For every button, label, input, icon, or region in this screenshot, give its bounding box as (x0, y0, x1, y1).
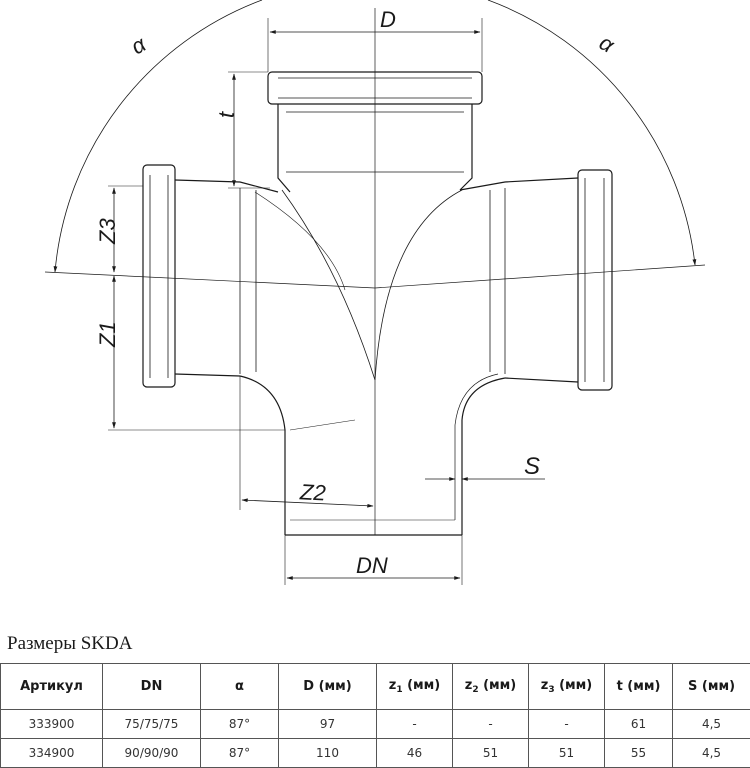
header-dn: DN (103, 664, 201, 710)
cell-z1: - (377, 710, 453, 739)
cell-s: 4,5 (673, 739, 750, 768)
bottom-body-right (462, 378, 505, 535)
label-alpha-right: α (595, 30, 620, 59)
header-s: S (мм) (673, 664, 750, 710)
header-z2: z2 (мм) (453, 664, 529, 710)
cell-z3: 51 (529, 739, 605, 768)
bottom-body-left (240, 376, 285, 535)
cell-alpha: 87° (201, 710, 279, 739)
header-article: Артикул (1, 664, 103, 710)
intersection-curve-left (282, 190, 375, 380)
cell-article: 334900 (1, 739, 103, 768)
alpha-arc-left (55, 0, 262, 272)
cell-d: 97 (279, 710, 377, 739)
right-socket-bead (578, 170, 612, 390)
cell-article: 333900 (1, 710, 103, 739)
center-axis-right (375, 265, 705, 288)
cell-dn: 75/75/75 (103, 710, 201, 739)
label-DN: DN (356, 553, 388, 578)
label-Z3: Z3 (95, 218, 120, 245)
label-S: S (524, 453, 540, 480)
cell-alpha: 87° (201, 739, 279, 768)
label-D: D (380, 7, 396, 32)
table-row: 334900 90/90/90 87° 110 46 51 51 55 4,5 (1, 739, 750, 768)
left-socket-bead (143, 165, 175, 387)
section-title: Размеры SKDA (7, 633, 132, 655)
header-z3: z3 (мм) (529, 664, 605, 710)
header-z1: z1 (мм) (377, 664, 453, 710)
cell-t: 61 (605, 710, 673, 739)
table-header-row: Артикул DN α D (мм) z1 (мм) z2 (мм) z3 (… (1, 664, 750, 710)
label-alpha-left: α (127, 31, 152, 60)
cell-z2: 51 (453, 739, 529, 768)
cell-dn: 90/90/90 (103, 739, 201, 768)
cell-s: 4,5 (673, 710, 750, 739)
left-socket-body (175, 180, 278, 376)
cell-t: 55 (605, 739, 673, 768)
label-t: t (214, 111, 239, 118)
cell-z1: 46 (377, 739, 453, 768)
cell-z3: - (529, 710, 605, 739)
label-Z1: Z1 (95, 321, 120, 348)
right-socket-body (460, 178, 578, 382)
cell-z2: - (453, 710, 529, 739)
center-axis-left (45, 272, 375, 288)
header-d: D (мм) (279, 664, 377, 710)
header-alpha: α (201, 664, 279, 710)
header-t: t (мм) (605, 664, 673, 710)
label-Z2: Z2 (298, 479, 326, 505)
cell-d: 110 (279, 739, 377, 768)
dimensions-table: Артикул DN α D (мм) z1 (мм) z2 (мм) z3 (… (0, 663, 750, 768)
technical-drawing: D α α t Z3 Z1 Z2 S DN (0, 0, 750, 620)
alpha-arc-right (488, 0, 695, 265)
table-row: 333900 75/75/75 87° 97 - - - 61 4,5 (1, 710, 750, 739)
